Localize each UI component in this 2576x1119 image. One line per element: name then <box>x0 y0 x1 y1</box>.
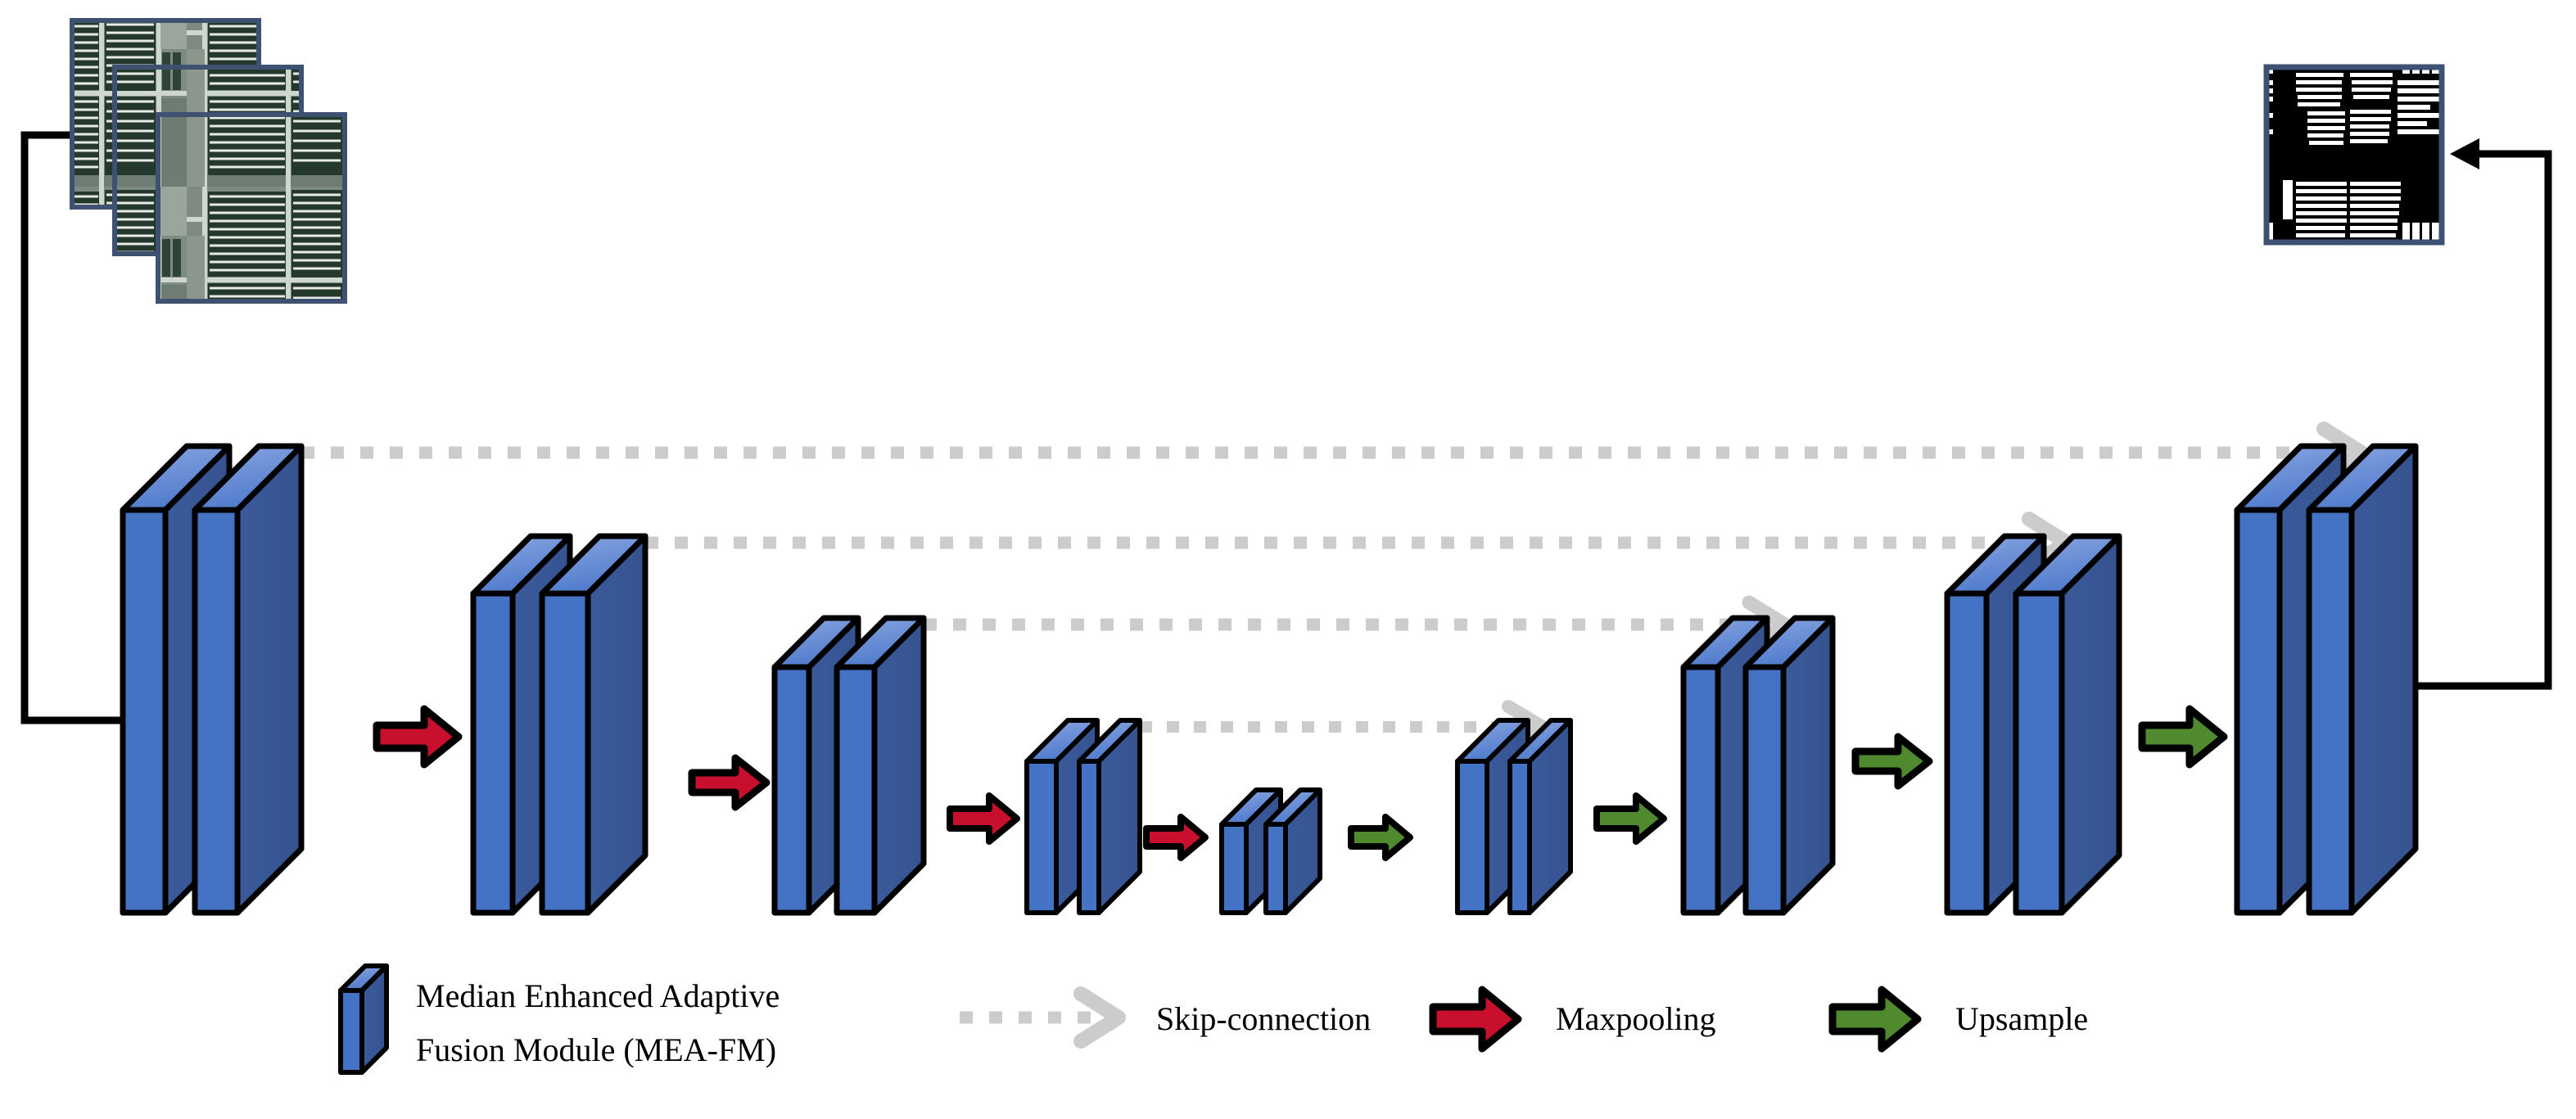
mea-fm-block-bottleneck[interactable] <box>1219 787 1322 915</box>
upsample-arrow-2[interactable] <box>1593 792 1667 845</box>
legend-skip-label: Skip-connection <box>1156 1000 1371 1037</box>
mea-fm-block-enc2[interactable] <box>470 533 649 916</box>
upsample-arrow-4[interactable] <box>2138 705 2228 769</box>
maxpool-arrow-2[interactable] <box>688 754 771 811</box>
legend-upsample-icon <box>1828 986 1922 1053</box>
upsample-arrow-1[interactable] <box>1348 814 1413 861</box>
maxpool-arrow-3[interactable] <box>947 792 1020 845</box>
input-image-stack[interactable] <box>70 18 347 304</box>
legend-maxpool-label: Maxpooling <box>1556 1000 1716 1037</box>
legend-skip-icon <box>960 986 1126 1049</box>
mea-fm-block-dec1[interactable] <box>2234 443 2419 916</box>
maxpool-arrow-1[interactable] <box>373 705 463 769</box>
mea-fm-block-enc3[interactable] <box>771 615 927 916</box>
maxpool-arrow-4[interactable] <box>1143 814 1209 861</box>
legend: Median Enhanced Adaptive Fusion Module (… <box>338 963 2088 1075</box>
mea-fm-block-enc1[interactable] <box>120 443 305 916</box>
mea-fm-block-dec4[interactable] <box>1455 718 1573 915</box>
output-flow-arrow <box>2395 138 2552 690</box>
legend-maxpool-icon <box>1429 986 1522 1053</box>
input-thumbnail-3 <box>156 112 347 304</box>
output-segmentation-mask[interactable] <box>2263 64 2445 246</box>
skip-connection-3 <box>924 595 1792 654</box>
legend-mea-fm-label-line1: Median Enhanced Adaptive <box>416 977 780 1014</box>
legend-mea-fm-icon <box>338 963 389 1075</box>
mea-fm-block-dec3[interactable] <box>1680 615 1836 916</box>
skip-connection-1 <box>301 422 2369 484</box>
legend-upsample-label: Upsample <box>1955 1000 2088 1037</box>
skip-connection-2 <box>645 512 2074 574</box>
mea-fm-block-dec2[interactable] <box>1944 533 2122 916</box>
mea-fm-block-enc4[interactable] <box>1024 718 1142 915</box>
legend-mea-fm-label-line2: Fusion Module (MEA-FM) <box>416 1031 776 1068</box>
upsample-arrow-3[interactable] <box>1851 733 1933 790</box>
